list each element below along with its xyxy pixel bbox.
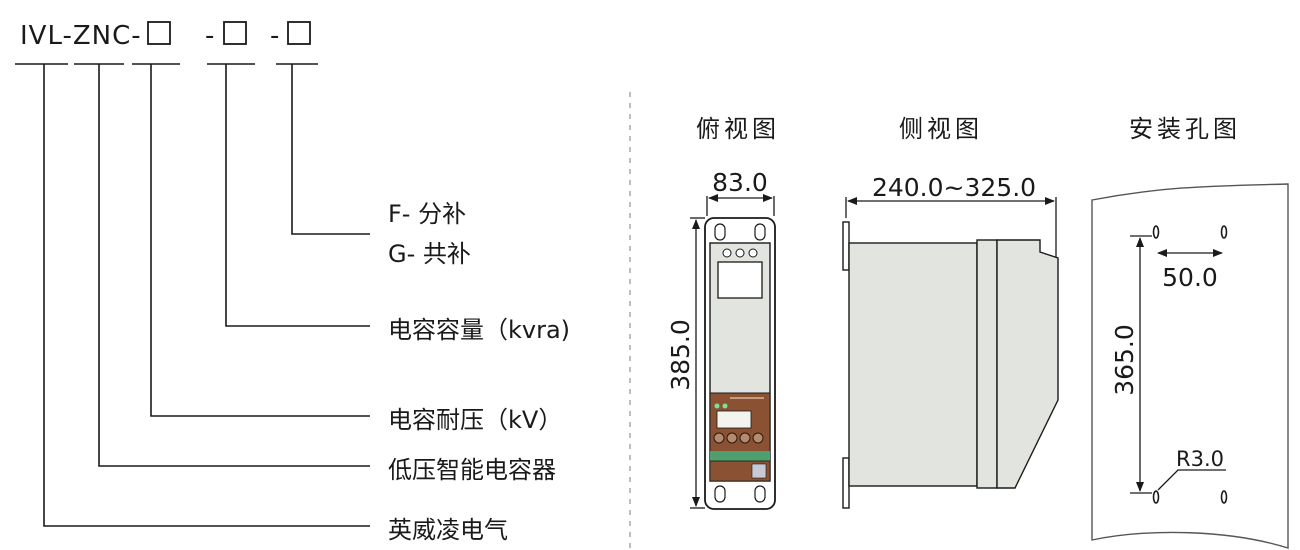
dim-hole-spacing-x: 50.0 bbox=[1162, 263, 1218, 292]
model-code-leader-lines bbox=[15, 63, 370, 527]
model-code-box-2 bbox=[223, 21, 247, 45]
dim-side-depth: 240.0~325.0 bbox=[872, 173, 1036, 202]
legend-item-capacity: 电容容量（kvra) bbox=[388, 316, 570, 344]
view-title-top: 俯视图 bbox=[696, 115, 780, 143]
side-view: 240.0~325.0 bbox=[842, 173, 1059, 509]
model-code: IVL-ZNC- - - bbox=[20, 21, 311, 51]
top-view-window bbox=[717, 261, 763, 299]
mount-hole bbox=[1152, 225, 1160, 239]
dim-hole-spacing-y: 365.0 bbox=[1110, 324, 1139, 396]
legend-item-voltage: 电容耐压（kV） bbox=[388, 406, 562, 434]
model-code-sep-3: - bbox=[270, 21, 280, 51]
mount-hole bbox=[1220, 490, 1228, 504]
top-view: 83.0 385.0 bbox=[666, 168, 776, 510]
mount-hole bbox=[1152, 490, 1160, 504]
legend-item-split-compensation: F- 分补 bbox=[388, 200, 466, 228]
legend-item-common-compensation: G- 共补 bbox=[388, 240, 471, 268]
model-code-sep-2: - bbox=[205, 21, 215, 51]
side-view-body bbox=[848, 242, 978, 487]
dim-hole-radius: R3.0 bbox=[1176, 447, 1224, 471]
top-view-lcd bbox=[716, 410, 752, 429]
dim-top-width: 83.0 bbox=[712, 168, 768, 197]
model-code-legend: F- 分补 G- 共补 电容容量（kvra) 电容耐压（kV） 低压智能电容器 … bbox=[388, 200, 570, 544]
model-code-box-3 bbox=[287, 21, 311, 45]
mount-hole bbox=[1220, 225, 1228, 239]
view-title-mount: 安装孔图 bbox=[1129, 115, 1241, 143]
side-view-cover bbox=[996, 239, 1059, 489]
legend-item-brand: 英威凌电气 bbox=[388, 516, 508, 544]
dim-top-height: 385.0 bbox=[666, 319, 695, 391]
model-code-prefix: IVL-ZNC- bbox=[20, 21, 142, 51]
model-code-box-1 bbox=[147, 21, 171, 45]
view-title-side: 侧视图 bbox=[899, 115, 983, 143]
mount-hole-view: 50.0 365.0 R3.0 bbox=[1091, 183, 1289, 549]
legend-item-product-type: 低压智能电容器 bbox=[388, 456, 556, 484]
